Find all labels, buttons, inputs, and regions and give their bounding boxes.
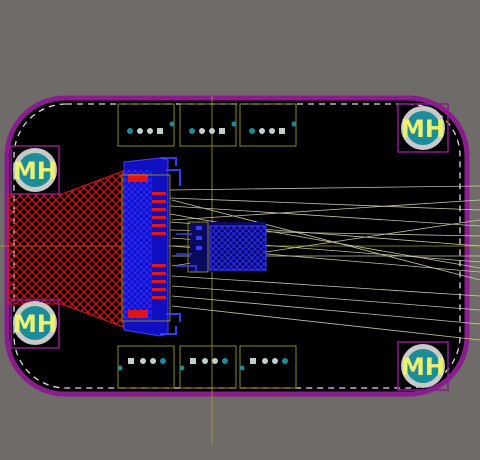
ic-footprint[interactable] [176,221,267,273]
connector-pad-top[interactable] [128,174,148,182]
mounting-hole-icon [13,301,57,345]
mounting-hole-label: MH [401,115,445,143]
mounting-hole-bottom-left[interactable]: MH [10,299,60,349]
header-bottom-row[interactable] [117,345,297,389]
keepout-outline [13,103,461,389]
pad-icon [190,358,228,364]
mounting-hole-icon [401,344,445,388]
mounting-hole-top-right[interactable]: MH [397,103,449,153]
header-bottom-1 [117,345,175,389]
header-top-2 [179,103,237,147]
mounting-hole-label: MH [401,353,445,381]
mounting-hole-bottom-right[interactable]: MH [397,341,449,391]
mounting-hole-icon [13,148,57,192]
mounting-hole-label: MH [13,157,57,185]
pad-icon [189,128,225,134]
header-top-row[interactable] [117,103,297,147]
connector-footprint[interactable] [121,157,181,337]
connector-blue-traces [160,157,181,335]
mounting-hole-top-left[interactable]: MH [10,145,60,195]
header-bottom-3 [239,345,297,389]
pad-icon [249,128,285,134]
mounting-hole-label: MH [13,310,57,338]
header-bottom-2 [179,345,237,389]
mounting-hole-icon [401,106,445,150]
header-top-1 [117,103,175,147]
pad-icon [127,128,163,134]
pad-icon [128,358,166,364]
connector-pins [152,192,166,299]
connector-pad-bottom[interactable] [128,310,148,318]
pad-icon [250,358,288,364]
header-top-3 [239,103,297,147]
